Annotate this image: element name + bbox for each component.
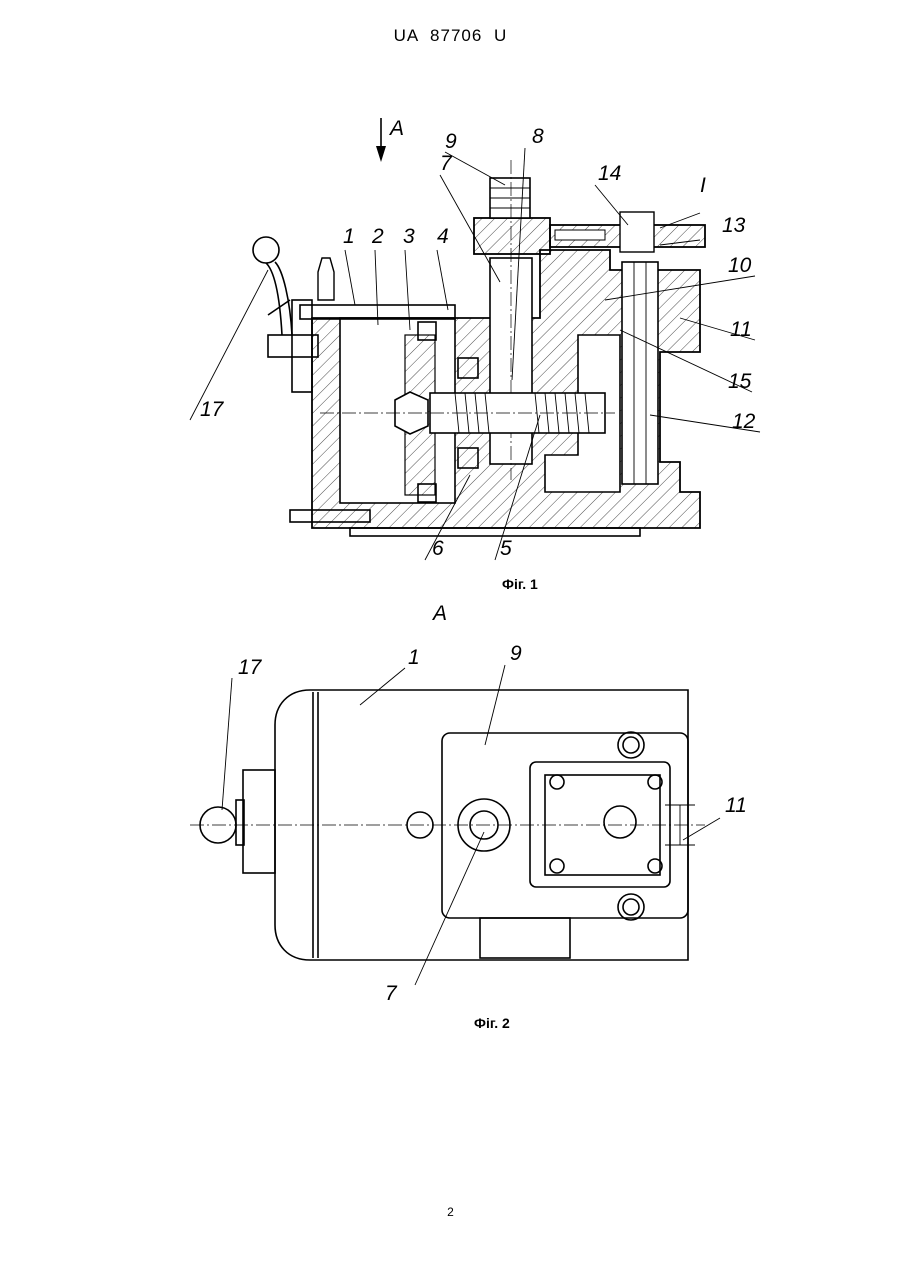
fig1-label-7: 7 bbox=[440, 152, 453, 175]
fig2-label-17: 17 bbox=[238, 656, 263, 679]
fig2-label-1: 1 bbox=[408, 646, 420, 669]
figure-2-drawing bbox=[190, 665, 720, 985]
figure-1-drawing: А bbox=[190, 117, 760, 560]
fig1-label-5: 5 bbox=[500, 537, 512, 560]
figure-2-caption: Фіг. 2 bbox=[474, 1015, 510, 1031]
fig1-label-13: 13 bbox=[722, 214, 746, 237]
fig2-view-title: А bbox=[431, 602, 447, 625]
fig1-label-15: 15 bbox=[728, 370, 752, 393]
fig1-label-12: 12 bbox=[732, 410, 756, 433]
fig1-label-roman-1: I bbox=[700, 174, 706, 197]
view-arrow-label: А bbox=[388, 117, 404, 140]
fig1-label-14: 14 bbox=[598, 162, 621, 185]
fig1-label-2: 2 bbox=[371, 225, 384, 248]
fig2-label-9: 9 bbox=[510, 642, 522, 665]
fig2-label-11: 11 bbox=[725, 794, 747, 817]
fig1-label-17: 17 bbox=[200, 398, 225, 421]
page-number: 2 bbox=[0, 1205, 901, 1219]
figure-1-caption: Фіг. 1 bbox=[502, 576, 538, 592]
fig2-label-7: 7 bbox=[385, 982, 398, 1005]
view-arrow-a: А bbox=[376, 117, 404, 162]
fig1-label-10: 10 bbox=[728, 254, 752, 277]
fig1-label-6: 6 bbox=[432, 537, 444, 560]
fig1-label-9: 9 bbox=[445, 130, 457, 153]
fig1-label-3: 3 bbox=[403, 225, 415, 248]
fig1-label-11: 11 bbox=[730, 318, 752, 341]
fig1-label-8: 8 bbox=[532, 125, 544, 148]
fig1-label-4: 4 bbox=[437, 225, 449, 248]
fig1-label-1: 1 bbox=[343, 225, 355, 248]
